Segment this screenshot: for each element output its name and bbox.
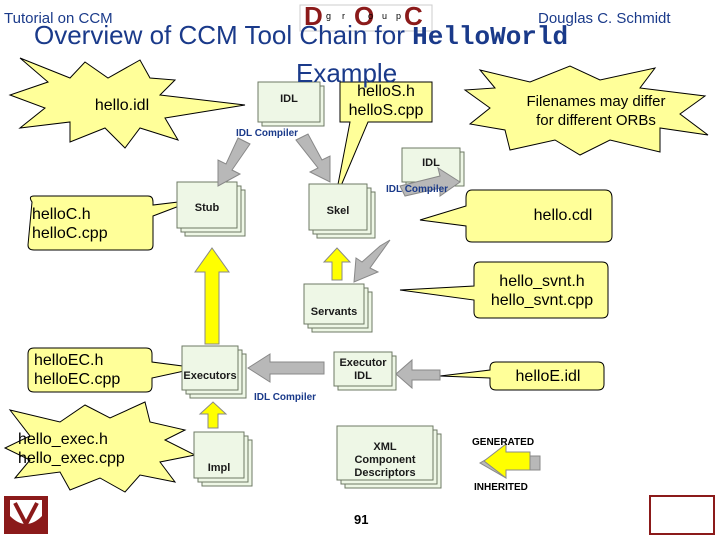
generated-arrow-to-skel [295,133,331,183]
callout-hello-s: helloS.h helloS.cpp [340,82,432,120]
compiler-label-3: IDL Compiler [254,392,317,403]
logo-letter-o: O [354,1,375,31]
logo-small-o: o [368,11,374,21]
callout-hello-exec: hello_exec.h hello_exec.cpp [18,430,125,468]
callout-hello-ec: helloEC.h helloEC.cpp [34,351,120,389]
box-impl: Impl [207,462,231,474]
xml-line-1: XML [373,441,397,453]
logo-letter-d: D [304,1,323,31]
box-stub-stack [176,181,246,237]
page-title: Overview of CCM Tool Chain for HelloWorl… [34,20,568,52]
hello-s-h: helloS.h [357,83,415,100]
compiler-label-2: IDL Compiler [386,184,449,195]
hello-svnt-cpp: hello_svnt.cpp [490,292,594,309]
filenames-line-2: for different ORBs [536,112,656,129]
callout-hello-cdl: hello.cdl [533,207,593,224]
legend-inherited: INHERITED [474,482,528,493]
filenames-line-1: Filenames may differ [526,93,666,110]
logo-letter-c: C [404,1,423,31]
box-skel-stack [308,183,376,239]
callout-hello-ec-shape [27,347,199,393]
callout-hello-exec-shape [3,401,197,493]
inherited-arrow-skel-to-servants [322,247,352,281]
header-left: Tutorial on CCM [4,10,113,27]
page-number: 91 [354,512,369,527]
hello-svnt-h: hello_svnt.h [499,273,585,290]
logo-small-p: p [396,11,402,21]
legend-inherited-arrow-shape [483,442,531,480]
box-executors: Executors [183,370,237,382]
hello-c-cpp: helloC.cpp [32,225,108,242]
callout-hello-idl: hello.idl [94,97,150,114]
doc-logo [299,4,433,32]
box-xml-stack [336,425,442,489]
isis-logo [649,495,715,535]
hello-c-h: helloC.h [32,206,91,223]
generated-arrow-to-stub [217,137,251,187]
callout-filenames-shape [463,65,709,156]
title-suffix: Example [296,58,398,88]
box-xml: XML Component Descriptors [337,441,433,480]
generated-arrow-to-cdl [399,166,461,197]
callout-filenames: Filenames may differ for different ORBs [496,92,696,130]
logo-small-r: r [342,11,345,21]
executor-idl-line-1: Executor [339,357,387,369]
hello-ec-cpp: helloEC.cpp [34,371,121,388]
callout-hello-e-idl-shape [439,361,605,391]
box-executors-stack [181,345,247,399]
box-idl-mid: IDL [422,157,440,169]
callout-hello-s-shape [334,81,433,201]
generated-arrow-to-servants [353,239,391,283]
executor-idl-line-2: IDL [354,370,372,382]
logo-small-g: g [326,11,332,21]
vanderbilt-logo [4,496,48,534]
box-skel: Skel [326,205,350,217]
box-executor-idl-stack [333,351,397,391]
callout-hello-c: helloC.h helloC.cpp [32,205,108,243]
callout-hello-c-shape [27,195,196,251]
doc-logo-text: D O C g r o u p [302,1,430,31]
hello-s-cpp: helloS.cpp [348,102,424,119]
box-servants-stack [303,283,373,333]
callout-hello-cdl-shape [419,189,613,243]
callout-hello-idl-shape [8,57,246,149]
callout-hello-svnt-shape [399,261,609,319]
generated-arrow-from-e-idl [395,358,441,390]
hello-exec-cpp: hello_exec.cpp [18,450,125,467]
legend-generated: GENERATED [472,437,535,448]
callout-hello-svnt: hello_svnt.h hello_svnt.cpp [476,272,608,310]
box-impl-stack [193,431,253,487]
xml-line-2: Component [354,454,416,466]
generated-arrow-to-executors [247,353,325,383]
box-servants: Servants [310,306,358,318]
hello-ec-h: helloEC.h [34,352,104,369]
logo-small-u: u [382,11,388,21]
inherited-arrow-stub-to-executors [194,247,230,345]
box-idl-top: IDL [280,93,298,105]
header-right: Douglas C. Schmidt [538,10,671,27]
box-stub: Stub [194,202,220,214]
box-idl-top-stack [257,81,325,127]
title-prefix: Overview of CCM Tool Chain for [34,20,413,50]
hello-exec-h: hello_exec.h [18,431,108,448]
inherited-arrow-executors-to-impl [198,401,228,429]
xml-line-3: Descriptors [354,467,416,479]
compiler-label-1: IDL Compiler [236,128,299,139]
box-executor-idl: Executor IDL [334,357,392,383]
callout-hello-e-idl: helloE.idl [515,368,581,385]
title-code: HelloWorld [412,22,569,52]
